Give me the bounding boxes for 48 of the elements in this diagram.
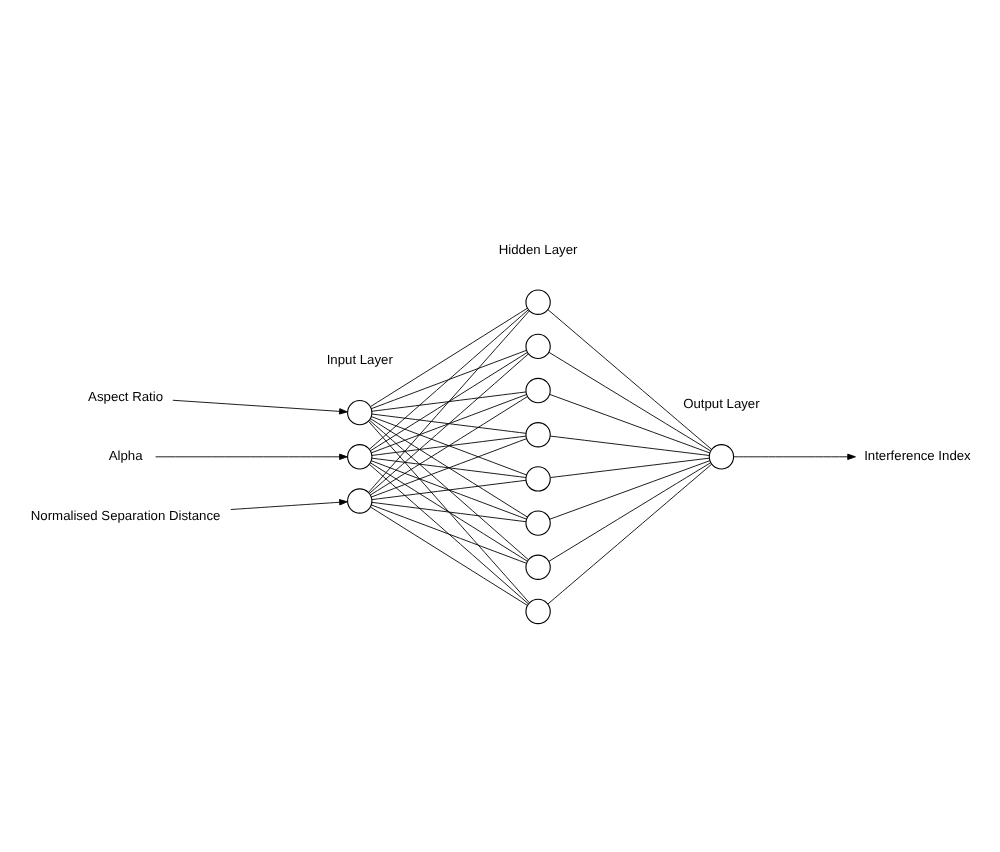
- connector: [550, 456, 710, 477]
- connector: [370, 461, 528, 561]
- node-circle: [525, 421, 551, 447]
- connector: [368, 418, 529, 559]
- connector: [370, 459, 527, 519]
- connector: [548, 461, 711, 561]
- arrow: [230, 498, 348, 509]
- node-circle: [525, 465, 551, 491]
- connector: [370, 306, 528, 406]
- node-circle: [525, 288, 551, 314]
- connector: [371, 434, 527, 455]
- connector: [370, 437, 527, 497]
- connector: [370, 503, 527, 563]
- node-circle: [708, 443, 735, 469]
- connector: [368, 462, 529, 604]
- connector: [367, 419, 530, 603]
- connector: [370, 395, 528, 495]
- connector: [550, 434, 710, 455]
- connector: [370, 348, 527, 409]
- connector: [370, 415, 527, 475]
- connector: [367, 309, 530, 492]
- connector: [547, 308, 713, 449]
- node-circle: [525, 597, 551, 624]
- connector: [371, 456, 527, 477]
- connector: [371, 478, 527, 500]
- arrow: [733, 452, 856, 459]
- arrow: [155, 452, 348, 459]
- connector: [371, 412, 527, 433]
- node-circle: [525, 376, 551, 403]
- node-circle: [525, 553, 551, 579]
- connector: [368, 352, 529, 493]
- connector: [548, 350, 711, 451]
- connector: [368, 308, 529, 449]
- node-circle: [525, 332, 551, 359]
- connector: [549, 459, 711, 519]
- node-circle: [347, 487, 373, 513]
- connector: [370, 417, 528, 517]
- connector: [370, 351, 528, 450]
- connector: [370, 505, 528, 605]
- node-circle: [347, 398, 373, 425]
- connector: [547, 462, 713, 604]
- connector: [371, 500, 527, 522]
- connector: [370, 393, 527, 453]
- arrow: [172, 398, 348, 414]
- connector: [549, 393, 711, 453]
- connector: [371, 390, 527, 411]
- node-circle: [347, 443, 373, 469]
- node-circle: [525, 509, 551, 535]
